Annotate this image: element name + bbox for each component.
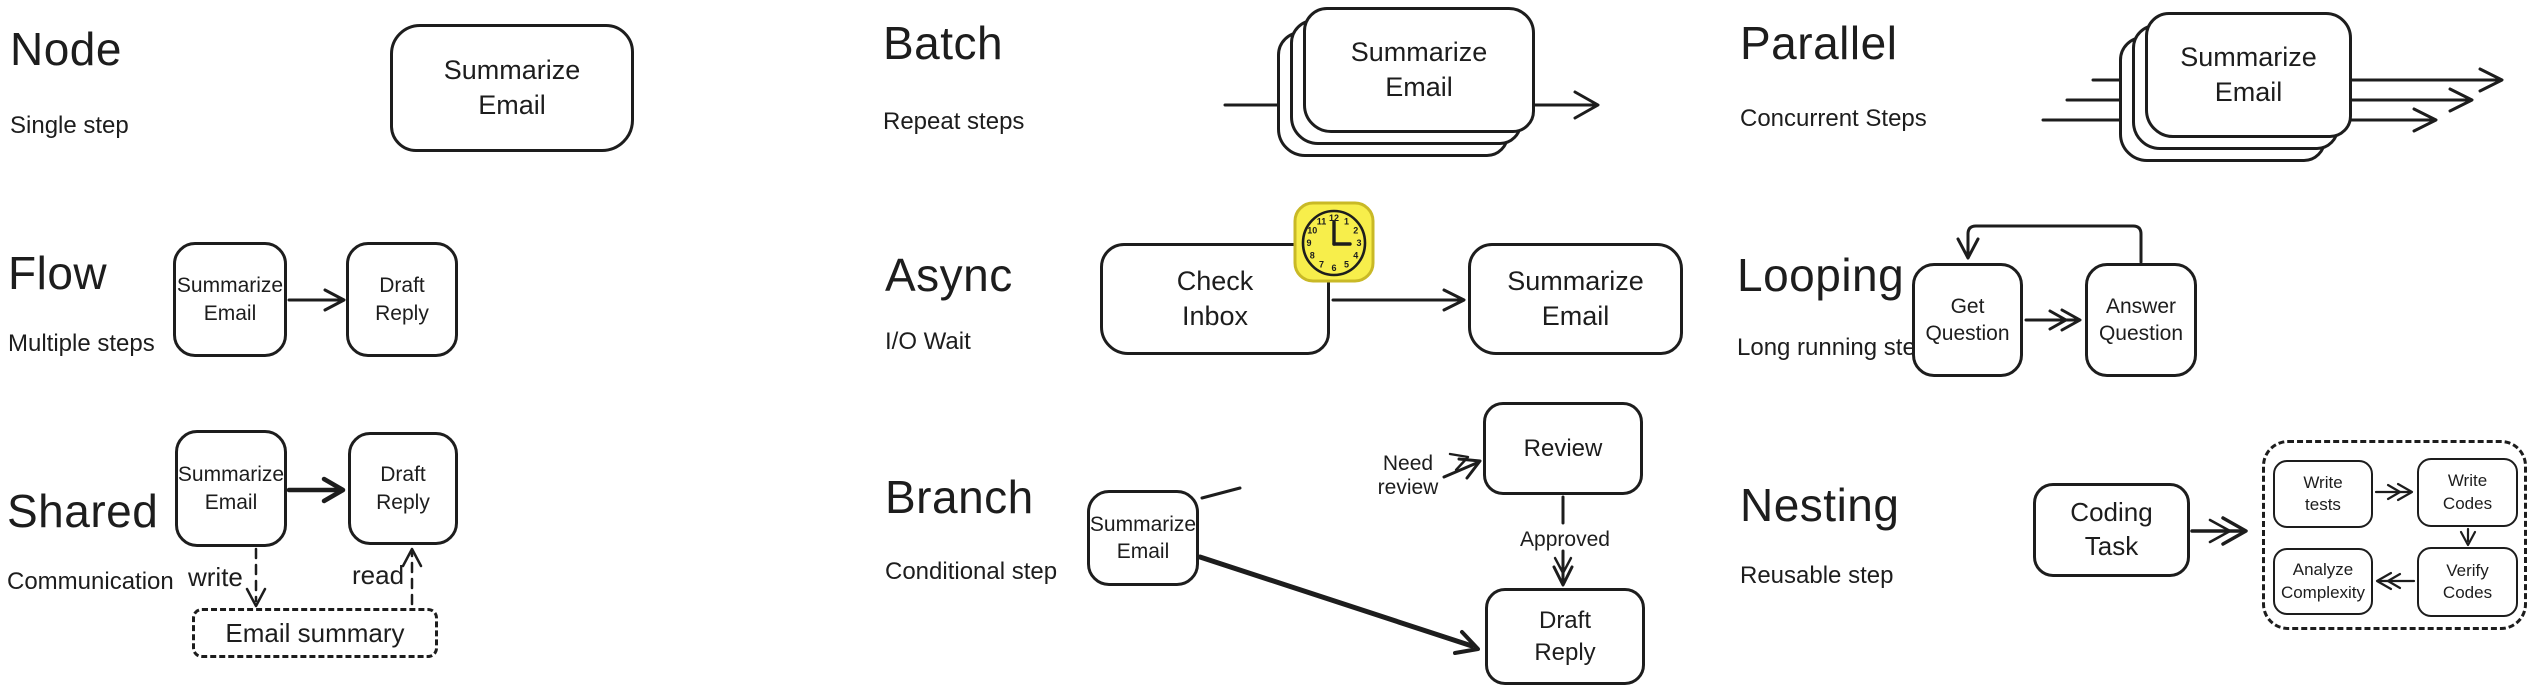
nesting-sub3-box: Analyze Complexity — [2273, 548, 2373, 615]
node-title: Node — [10, 23, 122, 75]
clock-hands — [1332, 220, 1352, 246]
branch-step1-box: Summarize Email — [1087, 490, 1199, 586]
async-step1-box: Check Inbox — [1100, 243, 1330, 355]
svg-text:9: 9 — [1306, 238, 1311, 248]
branch-direct-arrow — [1200, 557, 1478, 653]
async-subtitle: I/O Wait — [885, 328, 971, 355]
node-subtitle: Single step — [10, 112, 129, 139]
parallel-title: Parallel — [1740, 17, 1898, 69]
flow-step2-box: Draft Reply — [346, 242, 458, 357]
svg-text:1: 1 — [1344, 216, 1349, 226]
shared-step1-box: Summarize Email — [175, 430, 287, 547]
shared-read-label: read — [352, 560, 405, 590]
batch-step-box: Summarize Email — [1303, 7, 1535, 133]
shared-title: Shared — [7, 485, 159, 537]
nesting-main-arrow — [2192, 518, 2246, 544]
svg-text:4: 4 — [1353, 251, 1358, 261]
svg-text:10: 10 — [1307, 226, 1317, 236]
looping-step2-box: Answer Question — [2085, 263, 2197, 377]
nesting-sub1-box: Write tests — [2273, 460, 2373, 528]
nesting-group-container — [2262, 440, 2527, 630]
parallel-step-box: Summarize Email — [2145, 12, 2352, 138]
svg-text:7: 7 — [1319, 260, 1324, 270]
shared-subtitle: Communication — [7, 568, 174, 595]
node-step-box: Summarize Email — [390, 24, 634, 152]
shared-step2-box: Draft Reply — [348, 432, 458, 545]
svg-text:8: 8 — [1310, 251, 1315, 261]
nesting-sub2-box: Write Codes — [2417, 458, 2518, 527]
looping-forward-arrow — [2026, 310, 2080, 330]
flow-subtitle: Multiple steps — [8, 330, 155, 357]
nesting-subtitle: Reusable step — [1740, 562, 1894, 589]
svg-text:6: 6 — [1331, 263, 1336, 273]
svg-text:2: 2 — [1353, 226, 1358, 236]
branch-approved-label: Approved — [1520, 528, 1610, 551]
parallel-subtitle: Concurrent Steps — [1740, 105, 1927, 132]
flow-title: Flow — [8, 247, 108, 299]
svg-text:12: 12 — [1329, 213, 1339, 223]
svg-text:11: 11 — [1317, 216, 1327, 226]
async-title: Async — [885, 249, 1013, 301]
looping-subtitle: Long running step — [1737, 334, 1930, 361]
branch-subtitle: Conditional step — [885, 558, 1058, 585]
shared-read-arrow — [403, 549, 421, 604]
svg-text:5: 5 — [1344, 260, 1349, 270]
flow-arrow — [289, 290, 344, 310]
shared-main-arrow — [289, 479, 343, 501]
branch-need-review-label: Need review — [1377, 452, 1439, 500]
batch-title: Batch — [883, 17, 1004, 69]
branch-review-box: Review — [1483, 402, 1643, 495]
clock-numbers: 12 1 2 3 4 5 6 7 8 9 10 11 — [1306, 213, 1361, 273]
looping-loopback-arrow — [1958, 226, 2141, 262]
looping-title: Looping — [1737, 249, 1905, 301]
svg-text:3: 3 — [1356, 238, 1361, 248]
batch-subtitle: Repeat steps — [883, 108, 1025, 135]
async-step2-box: Summarize Email — [1468, 243, 1683, 355]
nesting-sub4-box: Verify Codes — [2417, 547, 2518, 617]
shared-write-arrow — [247, 549, 265, 606]
shared-store-box: Email summary — [192, 608, 438, 658]
async-arrow — [1333, 290, 1464, 310]
clock-icon: 12 1 2 3 4 5 6 7 8 9 10 11 — [1293, 201, 1375, 283]
looping-step1-box: Get Question — [1912, 263, 2023, 377]
nesting-title: Nesting — [1740, 479, 1900, 531]
nesting-parent-box: Coding Task — [2033, 483, 2190, 577]
branch-step3-box: Draft Reply — [1485, 588, 1645, 685]
branch-title: Branch — [885, 471, 1034, 523]
flow-step1-box: Summarize Email — [173, 242, 287, 357]
shared-write-label: write — [188, 562, 243, 592]
